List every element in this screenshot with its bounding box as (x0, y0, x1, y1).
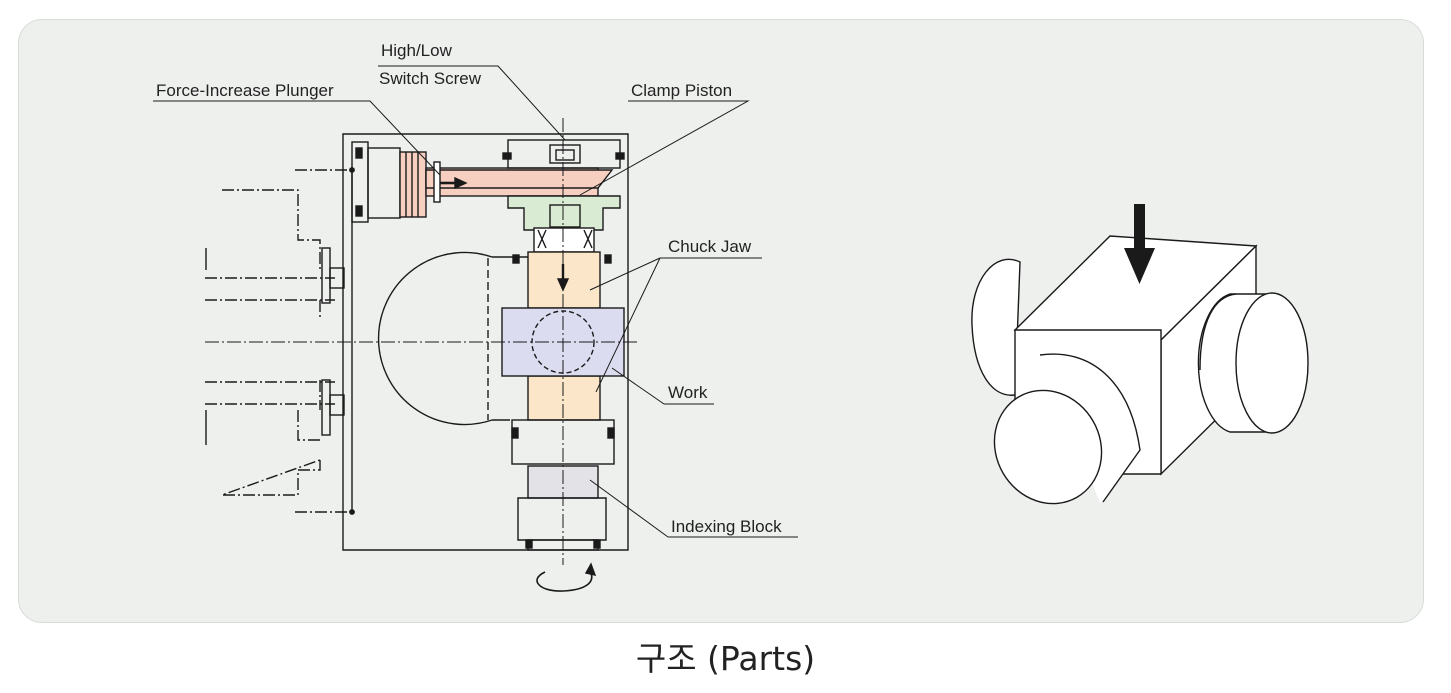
mounting-plate (205, 167, 355, 515)
centerlines (205, 118, 640, 565)
chuck-body (342, 133, 629, 551)
rotation-arrow-icon (536, 562, 597, 592)
label-switch-screw: Switch Screw (379, 69, 482, 88)
label-chuck-jaw: Chuck Jaw (668, 237, 752, 256)
label-high-low: High/Low (381, 41, 453, 60)
clamp-force-arrow-icon (1124, 204, 1155, 284)
label-clamp-piston: Clamp Piston (631, 81, 732, 100)
clamp-piston (507, 195, 621, 264)
label-force-increase-plunger: Force-Increase Plunger (156, 81, 334, 100)
label-indexing-block: Indexing Block (671, 517, 782, 536)
isometric-work-view (971, 235, 1309, 505)
plunger-arrow-icon (440, 176, 468, 190)
figure-caption: 구조 (Parts) (635, 639, 816, 678)
machine-table-outline (205, 169, 355, 513)
chuck-jaw-lower (527, 375, 601, 421)
high-low-switch-screw (502, 139, 625, 169)
leader-lines (153, 65, 798, 538)
label-work: Work (668, 383, 708, 402)
